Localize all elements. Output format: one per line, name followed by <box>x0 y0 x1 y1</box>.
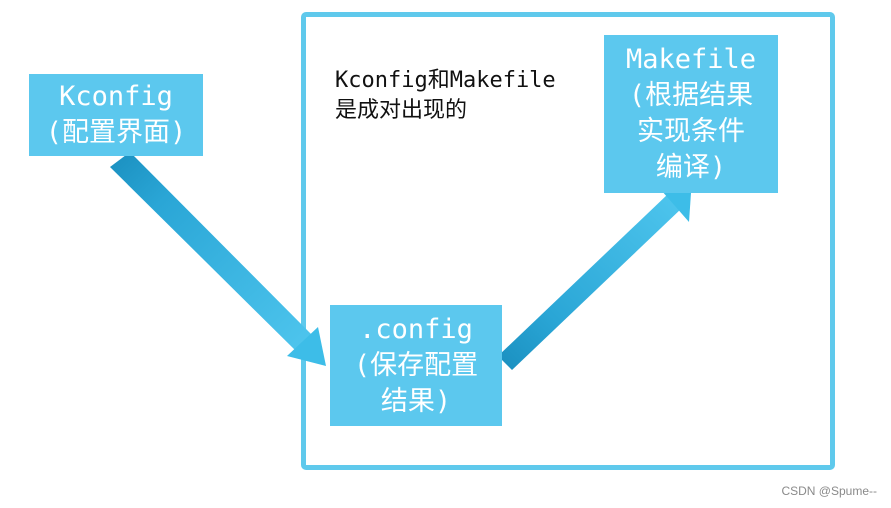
arrow-kconfig-to-config <box>110 152 326 366</box>
note-line1: Kconfig和Makefile <box>335 68 556 93</box>
config-subtitle-line2: 结果) <box>380 385 452 417</box>
makefile-box: Makefile (根据结果 实现条件 编译) <box>604 35 778 193</box>
config-box: .config (保存配置 结果) <box>330 305 502 426</box>
makefile-subtitle-line3: 编译) <box>655 152 727 183</box>
note-line2: 是成对出现的 <box>335 98 468 123</box>
makefile-subtitle-line1: (根据结果 <box>628 80 754 111</box>
config-subtitle-line1: (保存配置 <box>353 349 479 381</box>
config-title: .config <box>359 313 473 345</box>
arrow-config-to-makefile <box>498 190 691 370</box>
makefile-title: Makefile <box>625 44 757 75</box>
makefile-subtitle-line2: 实现条件 <box>637 116 745 147</box>
watermark: CSDN @Spume-- <box>781 484 877 498</box>
kconfig-title: Kconfig <box>59 81 173 112</box>
note-text: Kconfig和Makefile 是成对出现的 <box>335 66 556 126</box>
container-frame <box>301 12 835 470</box>
kconfig-subtitle: (配置界面) <box>45 117 187 148</box>
kconfig-box: Kconfig (配置界面) <box>29 74 203 156</box>
